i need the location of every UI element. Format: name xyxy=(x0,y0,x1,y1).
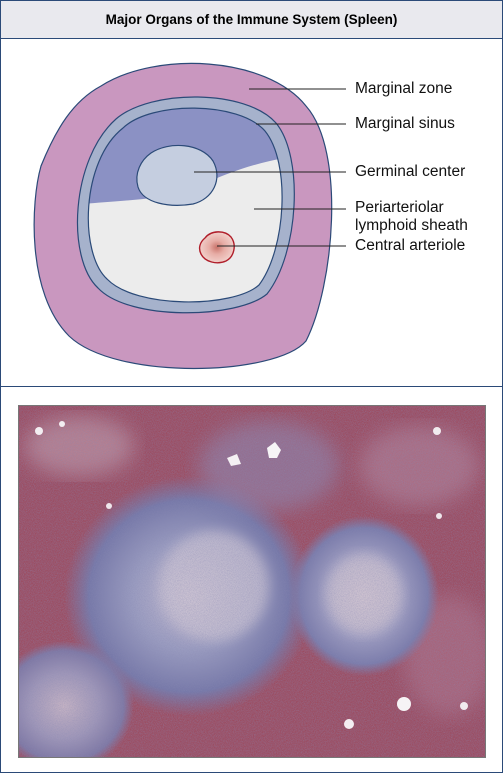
section-divider xyxy=(1,386,502,387)
figure-title: Major Organs of the Immune System (Splee… xyxy=(105,12,398,27)
label-pals-line1: Periarteriolar xyxy=(355,199,444,216)
spleen-histology-micrograph xyxy=(18,405,486,758)
label-germinal-center: Germinal center xyxy=(355,163,466,180)
label-marginal-zone: Marginal zone xyxy=(355,80,453,97)
germinal-center xyxy=(136,144,218,206)
central-arteriole xyxy=(198,231,235,264)
title-bar: Major Organs of the Immune System (Splee… xyxy=(1,1,502,39)
micrograph-image xyxy=(19,406,485,757)
label-central-arteriole: Central arteriole xyxy=(355,237,466,254)
label-marginal-sinus: Marginal sinus xyxy=(355,115,455,132)
label-pals-line2: lymphoid sheath xyxy=(355,217,468,234)
spleen-diagram xyxy=(33,62,346,369)
